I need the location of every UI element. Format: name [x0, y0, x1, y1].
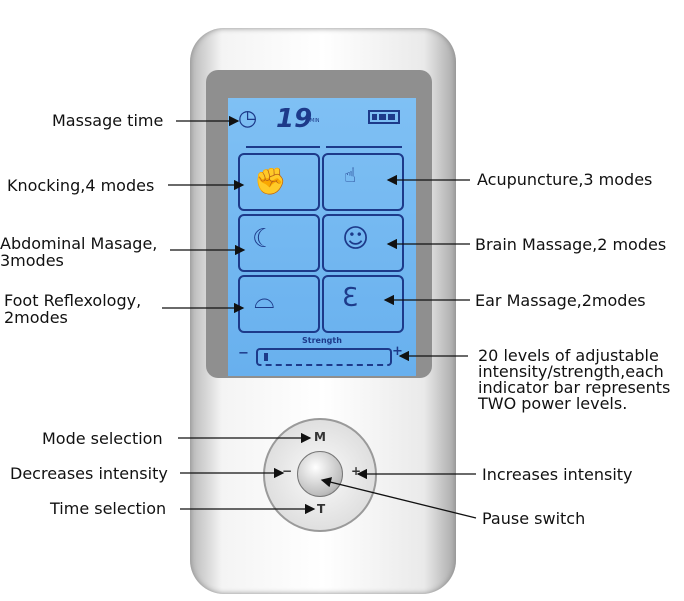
time-button[interactable]: T	[317, 502, 326, 516]
head-icon: ☺	[342, 224, 370, 254]
strength-plus: +	[392, 344, 403, 359]
mode-brain: ☺	[322, 214, 404, 272]
pause-button[interactable]	[297, 451, 343, 497]
label-increase: Increases intensity	[482, 465, 633, 484]
foot-icon: ⌓	[254, 285, 275, 315]
abdomen-icon: ☾	[252, 224, 276, 254]
time-display: 19	[276, 104, 313, 134]
label-ear: Ear Massage,2modes	[475, 291, 646, 310]
battery-icon	[368, 110, 400, 124]
decrease-button[interactable]: −	[282, 464, 293, 478]
increase-button[interactable]: +	[351, 464, 362, 478]
mode-ear: Ɛ	[322, 275, 404, 333]
label-decrease: Decreases intensity	[10, 464, 168, 483]
mode-button[interactable]: M	[314, 430, 326, 444]
hand-knock-icon: ✊	[254, 167, 287, 197]
label-massage-time: Massage time	[52, 111, 164, 130]
strength-minus: −	[238, 346, 249, 361]
strength-label: Strength	[302, 336, 342, 345]
ear-icon: Ɛ	[342, 283, 358, 313]
time-unit: MIN	[310, 118, 320, 124]
clock-icon: ◷	[238, 106, 258, 131]
mode-abdominal: ☾	[238, 214, 320, 272]
label-knocking: Knocking,4 modes	[7, 176, 155, 195]
mode-acupuncture: ☝	[322, 153, 404, 211]
finger-press-icon: ☝	[344, 163, 357, 187]
label-foot: Foot Reflexology,2modes	[4, 291, 142, 327]
label-acupuncture: Acupuncture,3 modes	[477, 170, 653, 189]
label-abdominal: Abdominal Masage,3modes	[0, 234, 158, 270]
label-pause: Pause switch	[482, 509, 586, 528]
lcd-screen: ◷ 19 MIN ✊ ☝ ☾ ☺ ⌓ Ɛ Strength − +	[228, 98, 416, 376]
label-mode-selection: Mode selection	[42, 429, 163, 448]
label-brain: Brain Massage,2 modes	[475, 235, 667, 254]
label-time-selection: Time selection	[50, 499, 167, 518]
strength-bar	[256, 348, 392, 366]
